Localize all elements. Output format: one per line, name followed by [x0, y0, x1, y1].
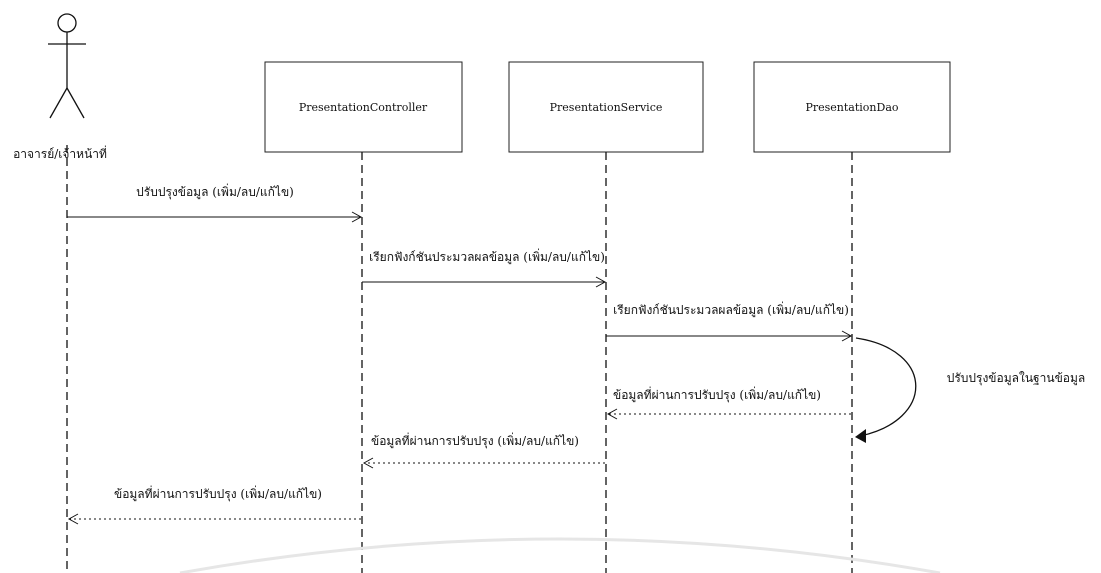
participant-controller: PresentationController	[264, 61, 463, 153]
participant-service: PresentationService	[508, 61, 704, 153]
message-4-label: ปรับปรุงข้อมูลในฐานข้อมูล	[947, 371, 1086, 386]
actor-figure	[48, 13, 86, 119]
actor-label: อาจารย์/เจ้าหน้าที่	[13, 145, 107, 161]
message-3-arrow	[606, 330, 853, 342]
participant-controller-box	[264, 61, 463, 153]
message-6-label: ข้อมูลที่ผ่านการปรับปรุง (เพิ่ม/ลบ/แก้ไข…	[371, 432, 579, 449]
participant-dao-box	[753, 61, 951, 153]
message-5-arrow	[606, 408, 851, 420]
message-4-arrowhead	[855, 429, 866, 443]
message-1-arrow	[67, 211, 363, 223]
actor-head	[57, 13, 77, 33]
message-2-label: เรียกฟังก์ชันประมวลผลข้อมูล (เพิ่ม/ลบ/แก…	[369, 248, 605, 265]
message-6-arrow	[362, 457, 605, 469]
message-2-arrow	[362, 276, 607, 288]
message-3-label: เรียกฟังก์ชันประมวลผลข้อมูล (เพิ่ม/ลบ/แก…	[613, 301, 849, 318]
message-1-label: ปรับปรุงข้อมูล (เพิ่ม/ลบ/แก้ไข)	[136, 183, 294, 200]
message-7-label: ข้อมูลที่ผ่านการปรับปรุง (เพิ่ม/ลบ/แก้ไข…	[114, 485, 322, 502]
actor-left-leg	[49, 87, 68, 119]
watermark-arc	[179, 537, 941, 573]
participant-dao-label: PresentationDao	[805, 101, 898, 114]
participant-service-label: PresentationService	[550, 101, 663, 114]
participant-dao: PresentationDao	[753, 61, 951, 153]
message-5-label: ข้อมูลที่ผ่านการปรับปรุง (เพิ่ม/ลบ/แก้ไข…	[613, 386, 821, 403]
actor-right-leg	[66, 87, 85, 119]
participant-controller-label: PresentationController	[299, 101, 428, 114]
message-7-arrow	[67, 513, 361, 525]
message-4-curve	[855, 337, 917, 437]
participant-service-box	[508, 61, 704, 153]
